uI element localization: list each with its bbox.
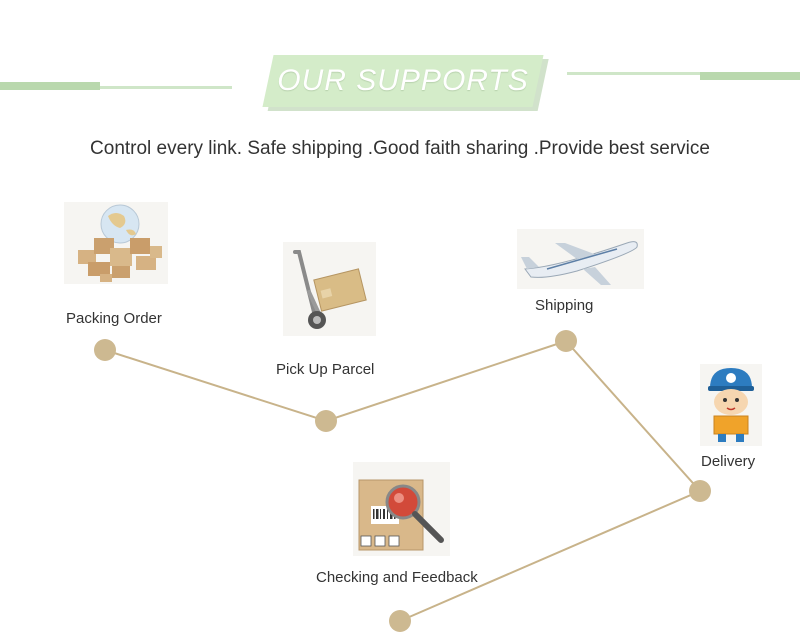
inspection-box-icon	[353, 462, 450, 556]
header-right-bar	[700, 72, 800, 80]
page-title: OUR SUPPORTS	[277, 64, 529, 97]
route-node-pickup	[315, 410, 337, 432]
step-label-shipping: Shipping	[535, 297, 594, 314]
header-left-line	[0, 86, 232, 89]
route-node-checking	[389, 610, 411, 632]
route-node-shipping	[555, 330, 577, 352]
route-node-delivery	[689, 480, 711, 502]
header-right-line	[567, 72, 800, 75]
route-node-packing	[94, 339, 116, 361]
courier-icon	[700, 364, 762, 446]
step-label-packing: Packing Order	[66, 310, 162, 327]
hand-truck-icon	[283, 242, 376, 336]
tagline: Control every link. Safe shipping .Good …	[90, 138, 710, 159]
airplane-icon	[517, 229, 644, 289]
header-left-bar	[0, 82, 100, 90]
step-label-checking: Checking and Feedback	[316, 569, 478, 586]
step-label-delivery: Delivery	[701, 453, 756, 470]
boxes-globe-icon	[64, 202, 168, 284]
step-label-pickup: Pick Up Parcel	[276, 361, 375, 378]
